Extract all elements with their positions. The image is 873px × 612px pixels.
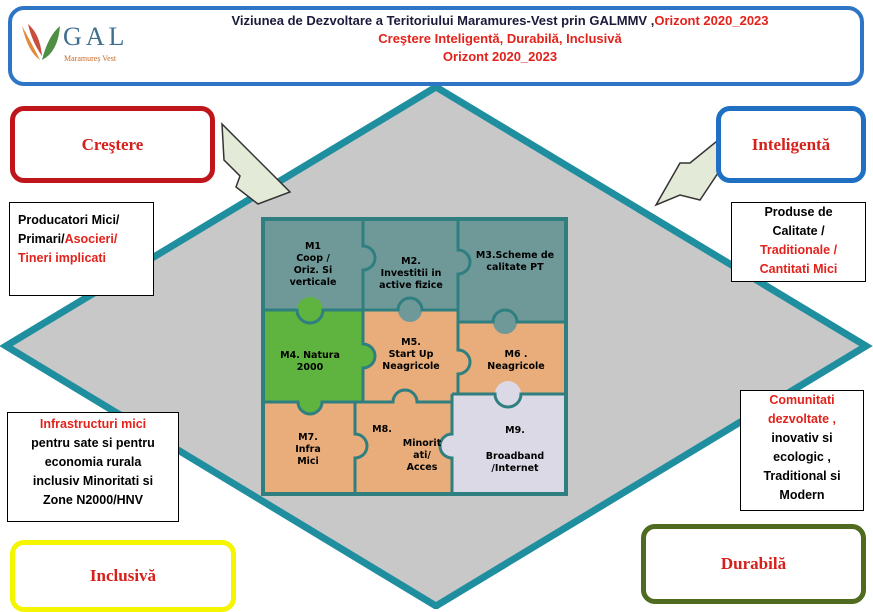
box-line: inclusiv Minoritati si (32, 474, 154, 488)
box-infrastructuri: Infrastructuri mici pentru sate si pentr… (7, 412, 179, 522)
box-line: Primari/Asocieri/ (18, 230, 153, 249)
box-line: Traditional si (763, 469, 841, 483)
title-line1: Viziunea de Dezvoltare a Teritoriului Ma… (231, 13, 655, 28)
label-line: M6 . (504, 349, 528, 360)
puzzle-piece-m9 (452, 394, 566, 494)
title-line2: Creştere Inteligentă, Durabilă, Inclusiv… (378, 31, 622, 46)
box-line: ecologic , (773, 450, 831, 464)
box-line: inovativ si (771, 431, 833, 445)
box-producatori: Producatori Mici/ Primari/Asocieri/ Tine… (9, 202, 154, 296)
logo-text: GAL (63, 22, 129, 51)
label-line: 2000 (296, 362, 324, 373)
label-line: Minorit (402, 438, 442, 449)
label-line: M5. (401, 337, 421, 348)
box-line: economia rurala (44, 455, 142, 469)
label-line: M7. (298, 432, 318, 443)
label-line: M8. (372, 424, 392, 435)
box-line: Calitate / (772, 224, 825, 238)
title-line1-period: Orizont 2020_2023 (654, 13, 769, 28)
box-produse: Produse de Calitate / Traditionale / Can… (731, 202, 866, 282)
puzzle-piece-m4 (263, 310, 363, 402)
label-line: calitate PT (486, 262, 544, 273)
label-line: M9. (505, 425, 525, 436)
box-line: Cantitati Mici (759, 262, 838, 276)
label-line: Oriz. Si (293, 265, 333, 276)
label-line: Start Up (388, 349, 434, 360)
label-line: Mici (297, 456, 319, 467)
box-line: Comunitati (769, 393, 835, 407)
box-line: Producatori Mici/ (18, 213, 120, 227)
label-line: M1 (304, 241, 322, 252)
corner-crestere: Creştere (10, 106, 215, 183)
box-line: Zone N2000/HNV (42, 493, 144, 507)
puzzle-piece-m5 (363, 310, 458, 402)
puzzle-piece-m3 (458, 219, 566, 322)
puzzle-piece-m1 (263, 219, 363, 310)
corner-durabila: Durabilă (641, 524, 866, 604)
puzzle-piece-m8 (355, 402, 452, 494)
title-line3: Orizont 2020_2023 (442, 49, 558, 64)
box-line: Traditionale / (759, 243, 838, 257)
label-line: active fizice (379, 280, 443, 291)
box-comunitati: Comunitati dezvoltate , inovativ si ecol… (740, 390, 864, 511)
label-line: Neagricole (487, 361, 545, 372)
callout-arrow-left (221, 122, 292, 205)
label-line: Neagricole (382, 361, 440, 372)
box-text-red: Asocieri/ (64, 232, 118, 246)
label-line: Acces (406, 462, 438, 473)
box-text: Primari/ (18, 232, 65, 246)
label-line: M4. Natura (280, 350, 340, 361)
corner-inteligenta: Inteligentă (716, 106, 866, 183)
label-line: Investitii in (380, 268, 442, 279)
puzzle-label-m6: M6 .Neagricole (470, 349, 562, 373)
puzzle-label-m8: M8. (362, 424, 402, 436)
puzzle-label-m9: M9. Broadband/Internet (470, 425, 560, 475)
label-line: M3.Scheme de (475, 250, 555, 261)
box-line: Modern (779, 488, 825, 502)
label-line: Broadband (485, 451, 545, 462)
box-line: dezvoltate , (767, 412, 837, 426)
box-line: Infrastructuri mici (39, 417, 147, 431)
page-title: Viziunea de Dezvoltare a Teritoriului Ma… (150, 12, 850, 66)
label-line: verticale (289, 277, 337, 288)
puzzle-piece-m2 (363, 219, 458, 310)
box-line: Produse de (764, 205, 833, 219)
label-line: M2. (401, 256, 421, 267)
label-line: Coop / (296, 253, 330, 264)
label-line: ati/ (413, 450, 431, 461)
logo-subtext: Maramureș Vest (64, 54, 117, 63)
box-line: pentru sate si pentru (31, 436, 155, 450)
puzzle-piece-m7 (263, 402, 355, 494)
label-line: /Internet (491, 463, 539, 474)
box-line: Tineri implicati (18, 251, 106, 265)
gal-logo-icon (22, 24, 60, 60)
label-line: Infra (295, 444, 321, 455)
header-banner (8, 6, 864, 86)
